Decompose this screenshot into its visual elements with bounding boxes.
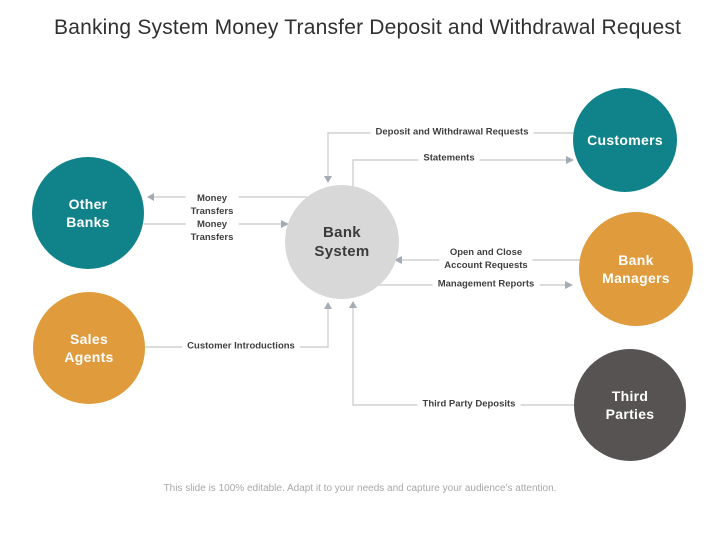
footer-note: This slide is 100% editable. Adapt it to…	[163, 483, 557, 494]
node-customers: Customers	[573, 88, 677, 192]
edge-label-management-reports: Management Reports	[432, 277, 540, 293]
node-other-banks: Other Banks	[32, 157, 144, 269]
edge-label-statements: Statements	[418, 151, 480, 167]
node-bank-managers-label: Bank Managers	[602, 251, 670, 286]
node-bank-system-label: Bank System	[314, 223, 370, 261]
edge-label-customer-introductions: Customer Introductions	[182, 339, 300, 355]
edge-statements	[352, 156, 574, 186]
edge-label-third-party-deposits: Third Party Deposits	[417, 397, 521, 413]
node-third-parties: Third Parties	[574, 349, 686, 461]
edge-label-deposit-withdrawal-requests: Deposit and Withdrawal Requests	[370, 125, 534, 141]
node-sales-agents-label: Sales Agents	[64, 330, 114, 365]
node-customers-label: Customers	[587, 131, 663, 148]
edge-label-money-transfers-out: Money Transfers	[185, 192, 239, 220]
edge-label-open-close-account-requests: Open and Close Account Requests	[439, 246, 533, 274]
slide-title: Banking System Money Transfer Deposit an…	[54, 16, 682, 39]
edge-label-money-transfers-in: Money Transfers	[185, 218, 239, 246]
node-bank-managers: Bank Managers	[579, 212, 693, 326]
node-bank-system: Bank System	[285, 185, 399, 299]
node-other-banks-label: Other Banks	[66, 195, 110, 230]
node-third-parties-label: Third Parties	[605, 387, 655, 422]
node-sales-agents: Sales Agents	[33, 292, 145, 404]
edge-third-party-deposits	[349, 301, 574, 406]
